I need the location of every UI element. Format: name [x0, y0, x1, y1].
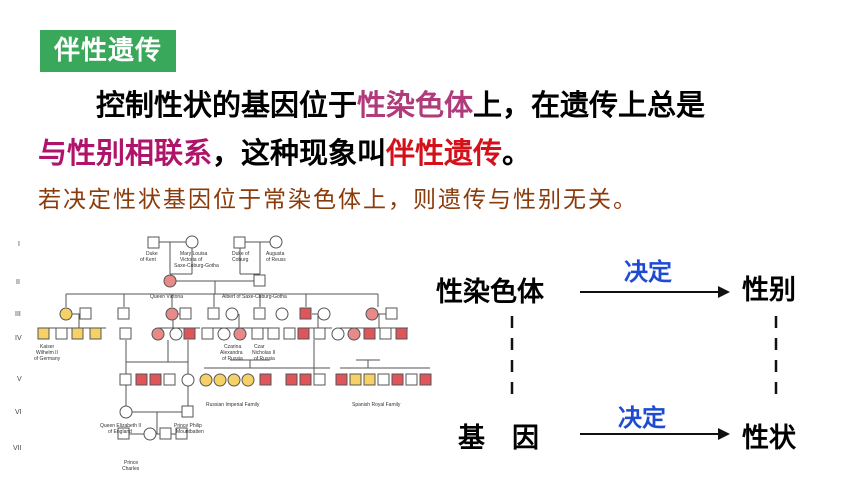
definition-text-1c: 上，在遗传上总是: [473, 88, 706, 122]
definition-line-2: 与性别相联系，这种现象叫伴性遗传。: [38, 130, 531, 172]
svg-text:Queen Victoria: Queen Victoria: [150, 294, 183, 300]
svg-text:of Kent: of Kent: [140, 257, 156, 263]
svg-text:Russian Imperial Family: Russian Imperial Family: [206, 402, 260, 408]
svg-text:Duke: Duke: [146, 251, 158, 257]
svg-text:of Russia: of Russia: [222, 356, 243, 362]
sex-chromosome-highlight: 性染色体: [357, 88, 474, 122]
sex-linked-inheritance-highlight: 伴性遗传: [386, 136, 503, 170]
svg-text:of Germany: of Germany: [34, 356, 61, 362]
royal-pedigree-chart: I II III IV V VI VII: [0, 228, 452, 484]
arrow-bottom-head: [718, 428, 730, 440]
svg-text:Saxe-Coburg-Gotha: Saxe-Coburg-Gotha: [174, 263, 219, 269]
relationship-diagram: 性染色体 决定 性别 基 因 决定 性状: [430, 240, 860, 484]
definition-line-1: 控制性状的基因位于性染色体上，在遗传上总是: [96, 82, 705, 124]
svg-text:I: I: [18, 241, 20, 248]
arrow-top-head: [718, 286, 730, 298]
svg-text:Coburg: Coburg: [232, 257, 249, 263]
sex-chromosome-label: 性染色体: [436, 277, 544, 308]
svg-text:IV: IV: [15, 335, 22, 342]
svg-text:of Russia: of Russia: [254, 356, 275, 362]
svg-text:Alexandra: Alexandra: [220, 350, 243, 356]
sex-label: 性别: [742, 275, 796, 306]
svg-text:Czarina: Czarina: [224, 344, 241, 350]
definition-text-2d: 。: [502, 136, 532, 170]
svg-text:Kaiser: Kaiser: [40, 344, 55, 350]
section-tag: 伴性遗传: [40, 30, 176, 72]
svg-text:Augusta: Augusta: [266, 251, 285, 257]
determines-label-top: 决定: [624, 258, 672, 286]
gene-label: 基 因: [458, 423, 539, 454]
pedigree-captions: Duke of Kent Mary Louisa Victoria of Sax…: [34, 251, 401, 472]
svg-text:of Reuss: of Reuss: [266, 257, 286, 263]
svg-text:Czar: Czar: [254, 344, 265, 350]
svg-text:of England: of England: [108, 429, 132, 435]
svg-text:VI: VI: [15, 409, 22, 416]
svg-text:Mountbatten: Mountbatten: [176, 429, 204, 435]
svg-text:Prince: Prince: [124, 460, 138, 466]
definition-text-2b: ，这种现象叫: [212, 136, 387, 170]
svg-text:VII: VII: [13, 445, 22, 452]
trait-label: 性状: [742, 423, 796, 454]
svg-text:Wilhelm II: Wilhelm II: [36, 350, 58, 356]
svg-text:Prince Philip: Prince Philip: [174, 423, 202, 429]
determines-label-bottom: 决定: [618, 404, 666, 432]
autosome-note: 若决定性状基因位于常染色体上，则遗传与性别无关。: [38, 187, 638, 213]
svg-text:II: II: [16, 279, 20, 286]
generation-labels: I II III IV V VI VII: [13, 241, 22, 452]
svg-text:Nicholas II: Nicholas II: [252, 350, 275, 356]
svg-text:Duke of: Duke of: [232, 251, 250, 257]
svg-text:III: III: [15, 311, 21, 318]
definition-text-1a: 控制性状的基因位于: [96, 88, 358, 122]
svg-text:Queen Elizabeth II: Queen Elizabeth II: [100, 423, 141, 429]
svg-text:Victoria of: Victoria of: [180, 257, 203, 263]
svg-text:Charles: Charles: [122, 466, 140, 472]
pedigree-symbols: [37, 235, 432, 441]
svg-text:Mary Louisa: Mary Louisa: [180, 251, 207, 257]
svg-text:Spanish Royal Family: Spanish Royal Family: [352, 402, 401, 408]
sex-linked-highlight: 与性别相联系: [38, 136, 213, 170]
svg-text:Albert of Saxe-Coburg-Gotha: Albert of Saxe-Coburg-Gotha: [222, 294, 287, 300]
svg-text:V: V: [17, 376, 22, 383]
